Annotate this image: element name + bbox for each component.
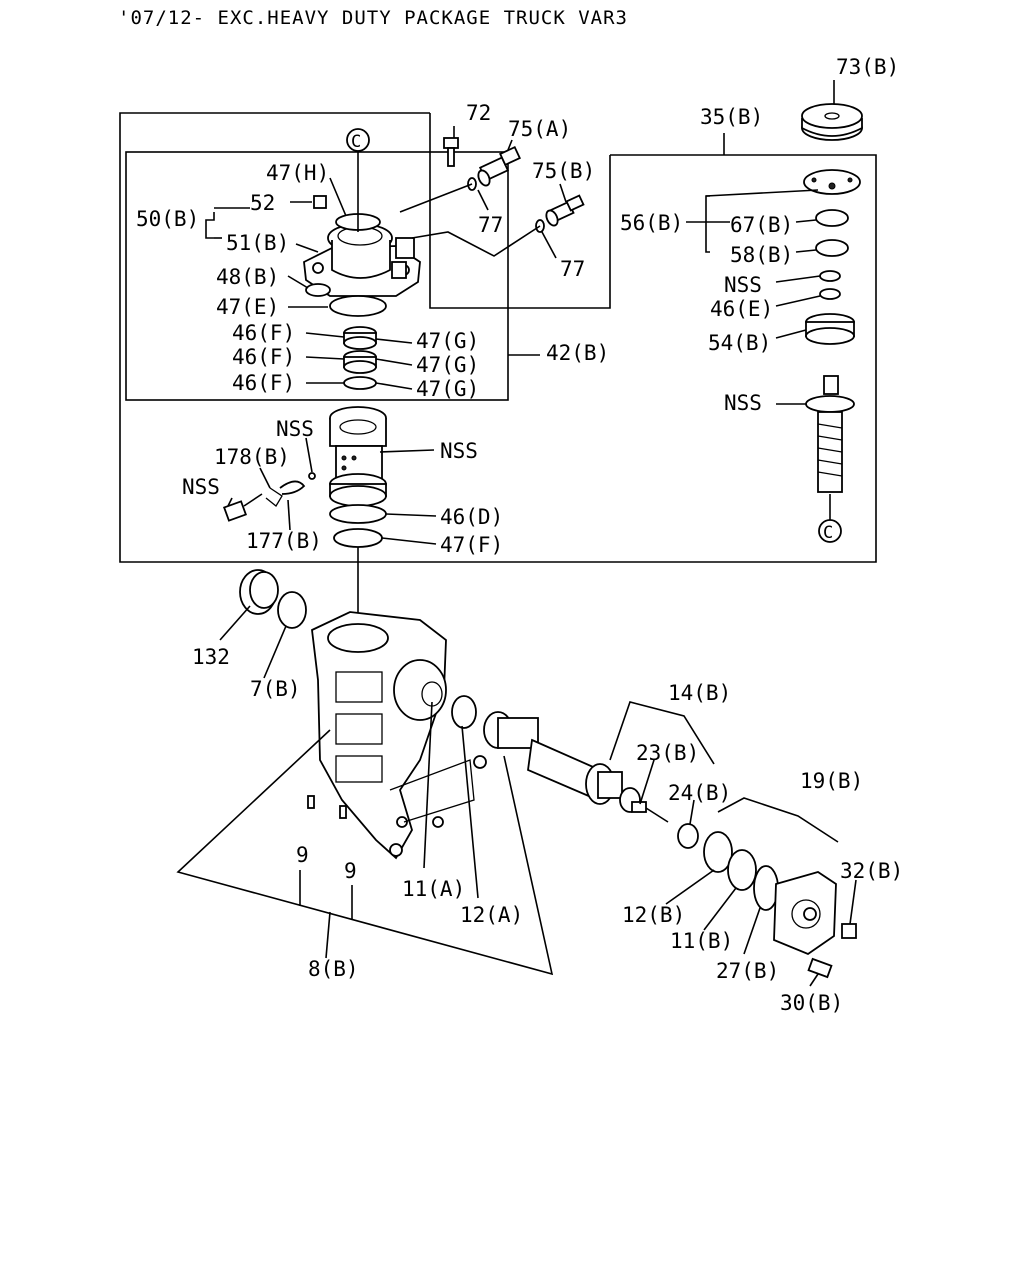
callout-11b: 11(B) <box>670 929 733 953</box>
callout-75a: 75(A) <box>508 117 571 141</box>
callout-46f-2: 46(F) <box>232 345 295 369</box>
callout-50b: 50(B) <box>136 207 199 231</box>
callout-47e: 47(E) <box>216 295 279 319</box>
valve-body-part <box>329 406 387 507</box>
callout-14b: 14(B) <box>668 681 731 705</box>
callout-24b: 24(B) <box>668 781 731 805</box>
seal-132-part <box>239 569 279 615</box>
callout-51b: 51(B) <box>226 231 289 255</box>
seal-stack-part <box>343 326 377 390</box>
callout-46d: 46(D) <box>440 505 503 529</box>
leader-lines <box>205 80 857 987</box>
seal-47e-part <box>329 295 387 317</box>
bolt-30b-part <box>807 957 833 979</box>
seal-46d-part <box>329 504 387 524</box>
callout-54b: 54(B) <box>708 331 771 355</box>
screw-nss-part <box>222 493 263 522</box>
assembly-bracket-lines <box>176 701 839 976</box>
bearing-67b-part <box>815 209 849 227</box>
callout-11a: 11(A) <box>402 877 465 901</box>
ring-nss-part <box>819 270 841 282</box>
callout-47g-1: 47(G) <box>416 329 479 353</box>
seal-47f-part <box>333 528 383 548</box>
bolt-72-part <box>443 137 459 167</box>
bearing-housing-part <box>803 169 861 195</box>
assembly-frames <box>119 112 877 563</box>
clip-part <box>265 472 316 507</box>
screw-9a-part <box>307 795 315 809</box>
callout-47g-2: 47(G) <box>416 353 479 377</box>
cap-73b-part <box>801 103 863 141</box>
valve-housing-part <box>303 223 421 297</box>
callout-32b: 32(B) <box>840 859 903 883</box>
worm-shaft-part <box>805 375 855 493</box>
plug-part <box>313 195 327 209</box>
callout-67b: 67(B) <box>730 213 793 237</box>
callout-7b: 7(B) <box>250 677 301 701</box>
callout-23b: 23(B) <box>636 741 699 765</box>
callout-nss-d: NSS <box>440 439 478 463</box>
callout-47h: 47(H) <box>266 161 329 185</box>
callout-77b: 77 <box>560 257 585 281</box>
nut-32b-part <box>841 923 857 939</box>
diagram-header: '07/12- EXC.HEAVY DUTY PACKAGE TRUCK VAR… <box>118 7 628 29</box>
sector-shaft-part <box>483 711 641 813</box>
callout-75b: 75(B) <box>532 159 595 183</box>
callout-46e: 46(E) <box>710 297 773 321</box>
bushing-12a-part <box>451 695 477 729</box>
fitting-75a-part <box>477 145 521 187</box>
callout-56b: 56(B) <box>620 211 683 235</box>
callout-58b: 58(B) <box>730 243 793 267</box>
callout-12b: 12(B) <box>622 903 685 927</box>
adjusting-screw-23b-part <box>631 801 669 823</box>
side-cover-part <box>703 831 837 956</box>
callout-35b: 35(B) <box>700 105 763 129</box>
callout-c-top: C <box>351 132 361 152</box>
ring-46e-part <box>819 288 841 300</box>
callout-19b: 19(B) <box>800 769 863 793</box>
callout-8b: 8(B) <box>308 957 359 981</box>
callout-30b: 30(B) <box>780 991 843 1015</box>
callout-178b: 178(B) <box>214 445 290 469</box>
callout-72: 72 <box>466 101 491 125</box>
nut-24b-part <box>677 823 699 849</box>
callout-nss-c: NSS <box>276 417 314 441</box>
callout-labels: C C 72 75(A) 75(B) 77 77 73(B) 35(B) 56(… <box>136 55 903 1015</box>
callout-132: 132 <box>192 645 230 669</box>
callout-nss-e: NSS <box>182 475 220 499</box>
reference-c-bottom-icon <box>818 519 842 543</box>
callout-27b: 27(B) <box>716 959 779 983</box>
callout-42b: 42(B) <box>546 341 609 365</box>
callout-12a: 12(A) <box>460 903 523 927</box>
seal-7b-part <box>277 591 307 629</box>
callout-48b: 48(B) <box>216 265 279 289</box>
callout-nss-b: NSS <box>724 391 762 415</box>
callout-47g-3: 47(G) <box>416 377 479 401</box>
callout-nss-a: NSS <box>724 273 762 297</box>
callout-c-bottom: C <box>823 523 833 543</box>
callout-47f: 47(F) <box>440 533 503 557</box>
fitting-75b-part <box>545 194 585 227</box>
gear-housing-part <box>311 611 487 860</box>
callout-73b: 73(B) <box>836 55 899 79</box>
callout-9b: 9 <box>344 859 357 883</box>
callout-52: 52 <box>250 191 275 215</box>
callout-46f-1: 46(F) <box>232 321 295 345</box>
callout-177b: 177(B) <box>246 529 322 553</box>
callout-77a: 77 <box>478 213 503 237</box>
callout-9a: 9 <box>296 843 309 867</box>
reference-c-top-icon <box>346 128 370 152</box>
callout-46f-3: 46(F) <box>232 371 295 395</box>
bearing-58b-part <box>815 239 849 257</box>
screw-9b-part <box>339 805 347 819</box>
seal-48b-part <box>305 283 331 297</box>
needle-bearing-54b-part <box>805 313 855 345</box>
